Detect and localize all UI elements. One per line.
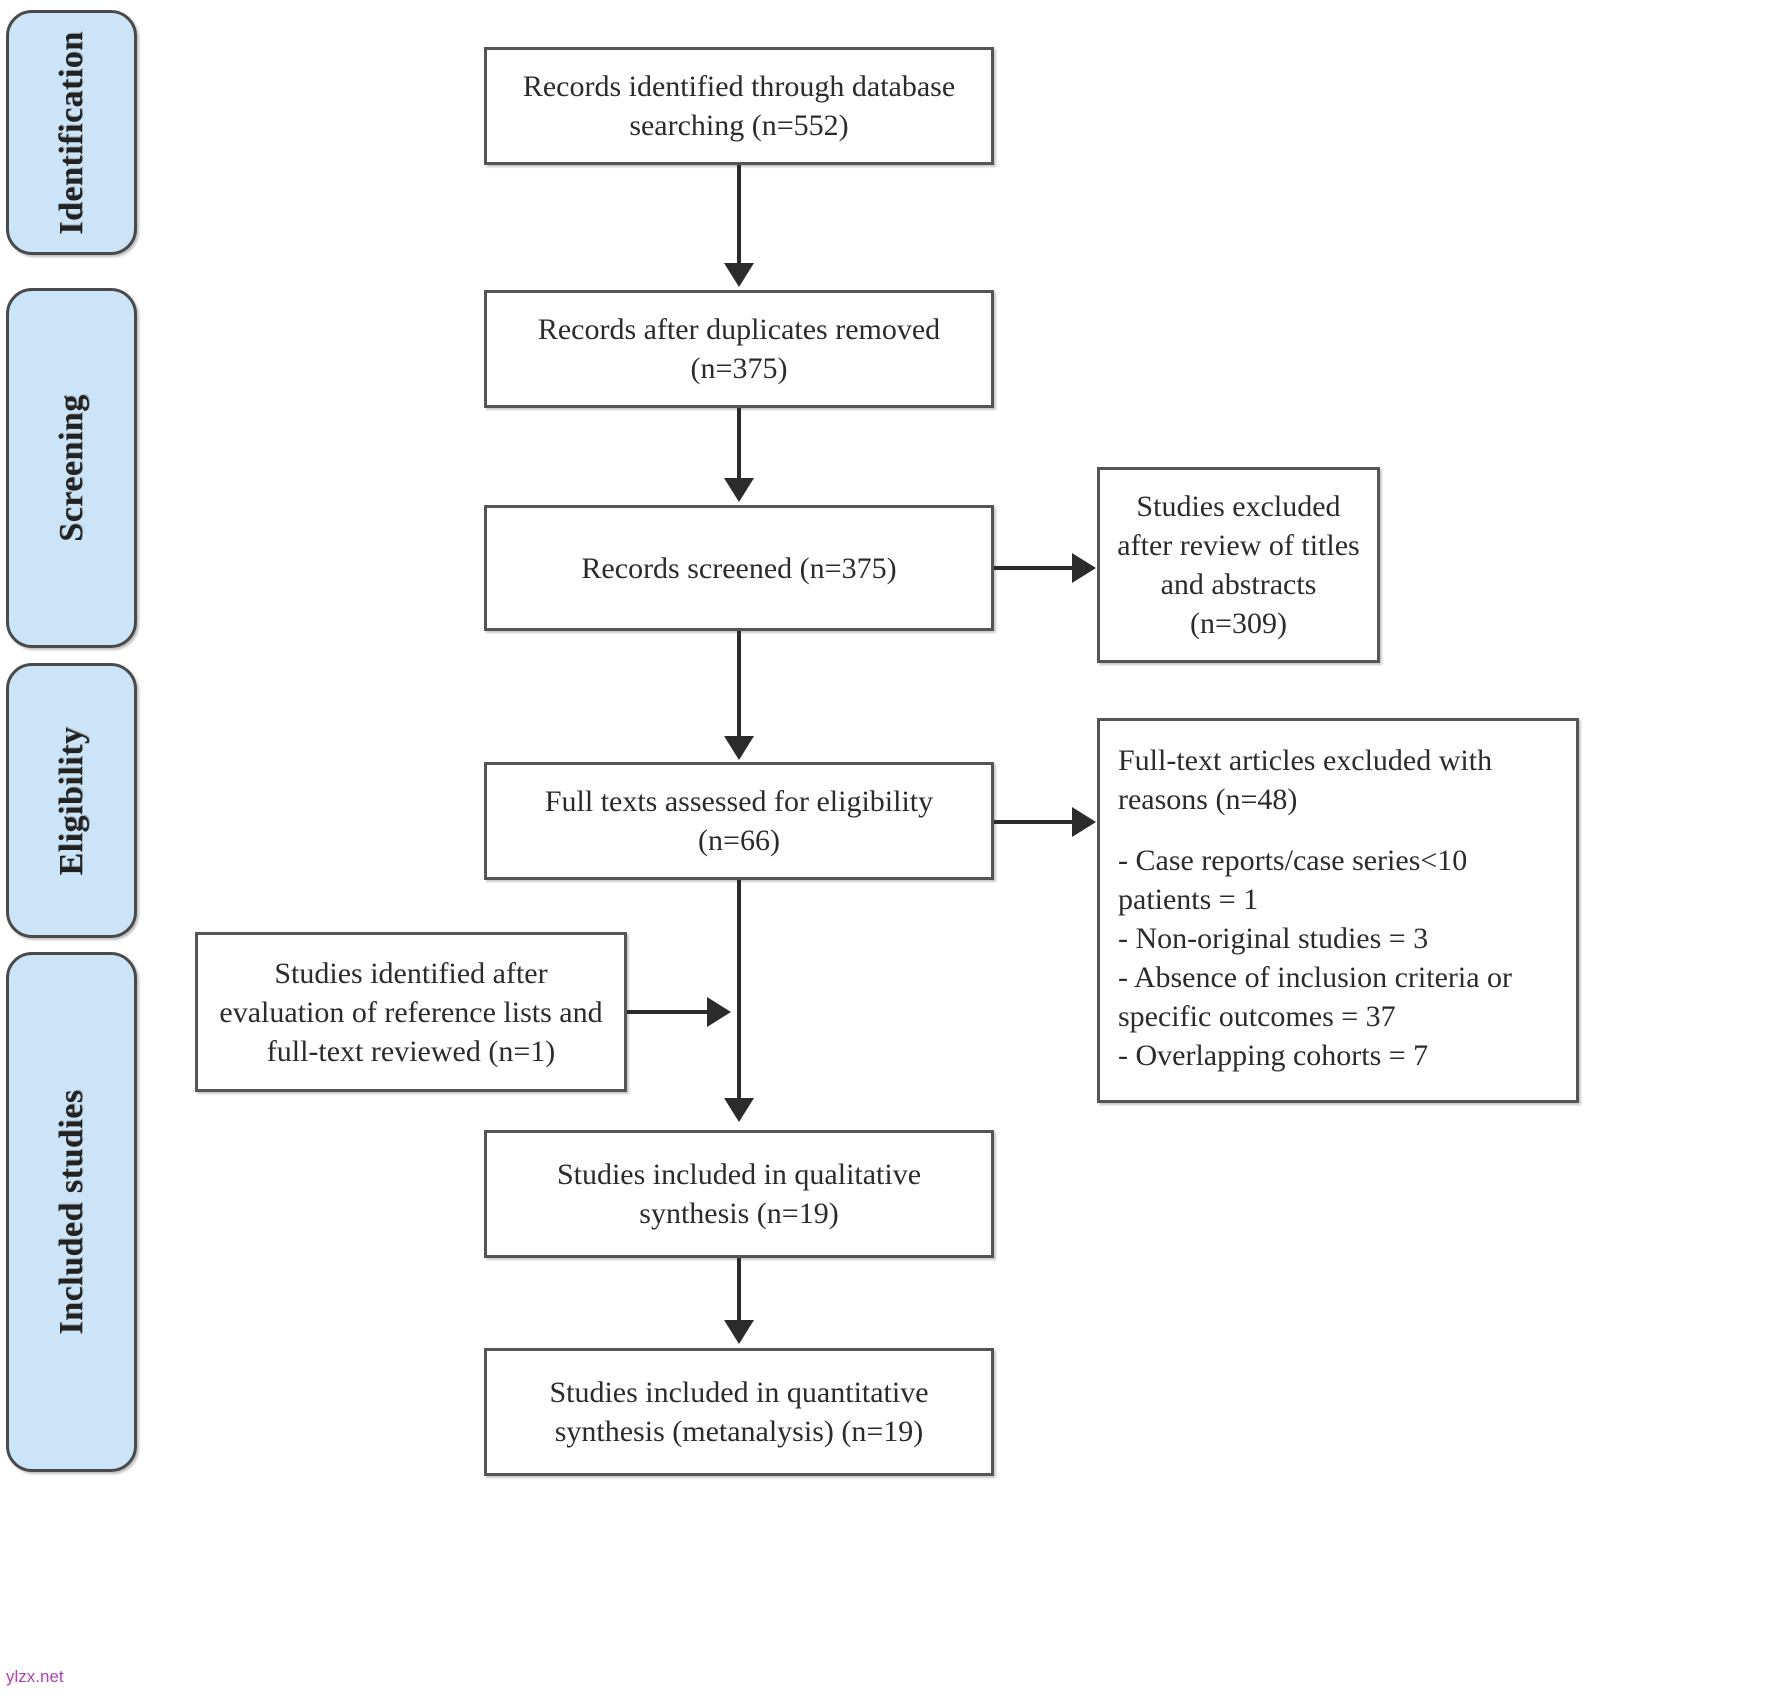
arrowhead-duplicates-to-screened <box>724 478 754 502</box>
box-qualitative-synthesis-text: Studies included in qualitative synthesi… <box>556 1158 922 1230</box>
arrowhead-full-texts-to-qualitative <box>724 1098 754 1122</box>
exclusion-reason-item: - Non-original studies = 3 <box>1118 922 1429 955</box>
stage-screening-label: Screening <box>52 394 90 542</box>
arrowhead-reference-lists-to-spine <box>707 997 731 1027</box>
box-duplicates-removed-text: Records after duplicates removed (n=375) <box>537 313 941 385</box>
stage-identification: Identification <box>6 10 137 255</box>
arrowhead-full-texts-to-excluded-reasons <box>1072 807 1096 837</box>
box-records-screened-text: Records screened (n=375) <box>581 551 897 585</box>
stage-eligibility-label: Eligibility <box>52 725 90 876</box>
connector-reference-lists-to-spine <box>627 1010 709 1014</box>
stage-included-studies-label: Included studies <box>52 1089 90 1335</box>
box-records-identified-text: Records identified through database sear… <box>522 70 956 142</box>
arrowhead-qualitative-to-quantitative <box>724 1320 754 1344</box>
box-reference-lists-text: Studies identified after evaluation of r… <box>219 956 603 1068</box>
box-full-texts-assessed: Full texts assessed for eligibility (n=6… <box>484 762 994 880</box>
connector-qualitative-to-quantitative <box>737 1258 741 1322</box>
box-full-texts-assessed-text: Full texts assessed for eligibility (n=6… <box>544 785 934 857</box>
stage-screening: Screening <box>6 288 137 648</box>
exclusion-heading: Full-text articles excluded with reasons… <box>1118 744 1493 816</box>
connector-screened-to-full-texts <box>737 631 741 739</box>
exclusion-reason-item: - Overlapping cohorts = 7 <box>1118 1039 1429 1072</box>
exclusion-reason-list: - Case reports/case series<10 patients =… <box>1118 841 1558 1075</box>
box-full-text-excluded-reasons: Full-text articles excluded with reasons… <box>1097 718 1579 1103</box>
box-records-screened: Records screened (n=375) <box>484 505 994 631</box>
connector-full-texts-to-qualitative <box>737 880 741 1102</box>
connector-identified-to-duplicates <box>737 165 741 265</box>
box-duplicates-removed: Records after duplicates removed (n=375) <box>484 290 994 408</box>
box-records-identified: Records identified through database sear… <box>484 47 994 165</box>
box-qualitative-synthesis: Studies included in qualitative synthesi… <box>484 1130 994 1258</box>
stage-identification-label: Identification <box>52 30 90 235</box>
arrowhead-screened-to-full-texts <box>724 736 754 760</box>
arrowhead-screened-to-excluded-titles <box>1072 553 1096 583</box>
connector-full-texts-to-excluded-reasons <box>994 820 1074 824</box>
stage-included-studies: Included studies <box>6 952 137 1472</box>
box-quantitative-synthesis-text: Studies included in quantitative synthes… <box>549 1376 929 1448</box>
connector-screened-to-excluded-titles <box>994 566 1074 570</box>
arrowhead-identified-to-duplicates <box>724 263 754 287</box>
box-studies-excluded-titles-text: Studies excluded after review of titles … <box>1117 490 1360 640</box>
connector-duplicates-to-screened <box>737 408 741 480</box>
stage-eligibility: Eligibility <box>6 663 137 938</box>
watermark-text: ylzx.net <box>6 1667 64 1686</box>
box-reference-lists: Studies identified after evaluation of r… <box>195 932 627 1092</box>
box-studies-excluded-titles: Studies excluded after review of titles … <box>1097 467 1380 663</box>
exclusion-reason-item: - Case reports/case series<10 patients =… <box>1118 844 1468 916</box>
exclusion-reason-item: - Absence of inclusion criteria or speci… <box>1118 961 1513 1033</box>
box-quantitative-synthesis: Studies included in quantitative synthes… <box>484 1348 994 1476</box>
